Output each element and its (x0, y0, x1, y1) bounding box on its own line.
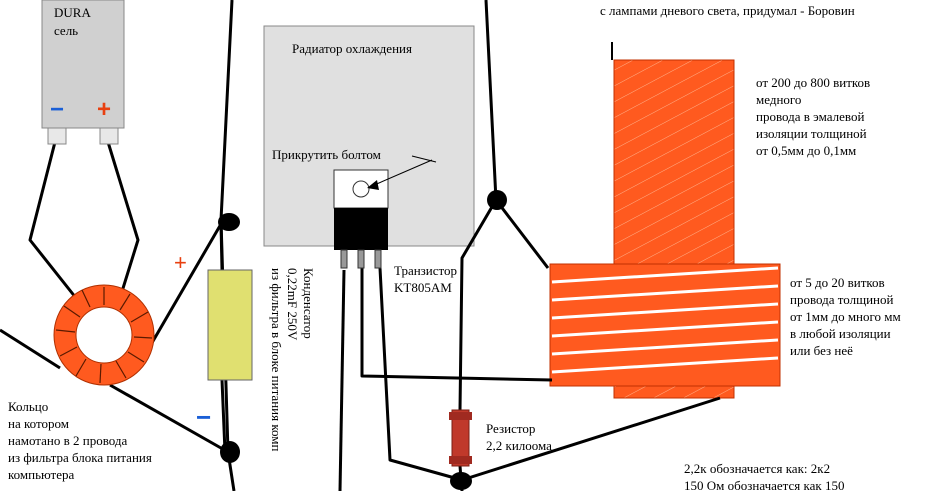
toroid-ring (53, 284, 155, 386)
secondary-coil-label: от 5 до 20 витков провода толщиной от 1м… (790, 275, 901, 358)
primary-coil-label: от 200 до 800 витков медного провода в э… (756, 75, 871, 158)
battery-minus-sign: − (50, 96, 65, 123)
ring-label: Кольцо на котором намотано в 2 провода и… (8, 399, 152, 482)
capacitor-body (207, 269, 253, 381)
transistor-label: Транзистор KT805AM (394, 263, 458, 295)
bolt-note: Прикрутить болтом (272, 147, 381, 162)
heatsink-title: Радиатор охлаждения (292, 41, 412, 56)
transistor-body (333, 169, 389, 269)
capacitor-minus-sign: − (196, 402, 212, 432)
junction-dots (218, 190, 507, 490)
secondary-coil (549, 263, 781, 387)
header-caption: с лампами дневого света, придумал - Боро… (600, 3, 855, 18)
resistor-label: Резистор 2,2 килоома (486, 421, 552, 453)
notation-notes: 2,2к обозначается как: 2к2 150 Ом обозна… (684, 461, 845, 493)
battery-model: сель (54, 23, 79, 38)
battery (41, 0, 125, 145)
bolt-arrows (371, 155, 437, 187)
resistor (449, 409, 472, 467)
capacitor-plus-sign: + (174, 250, 187, 275)
capacitor-label: Конденсатор 0,22mF 250V из фильтра в бло… (269, 268, 316, 452)
battery-plus-sign: + (97, 96, 112, 123)
battery-brand: DURA (54, 5, 91, 20)
